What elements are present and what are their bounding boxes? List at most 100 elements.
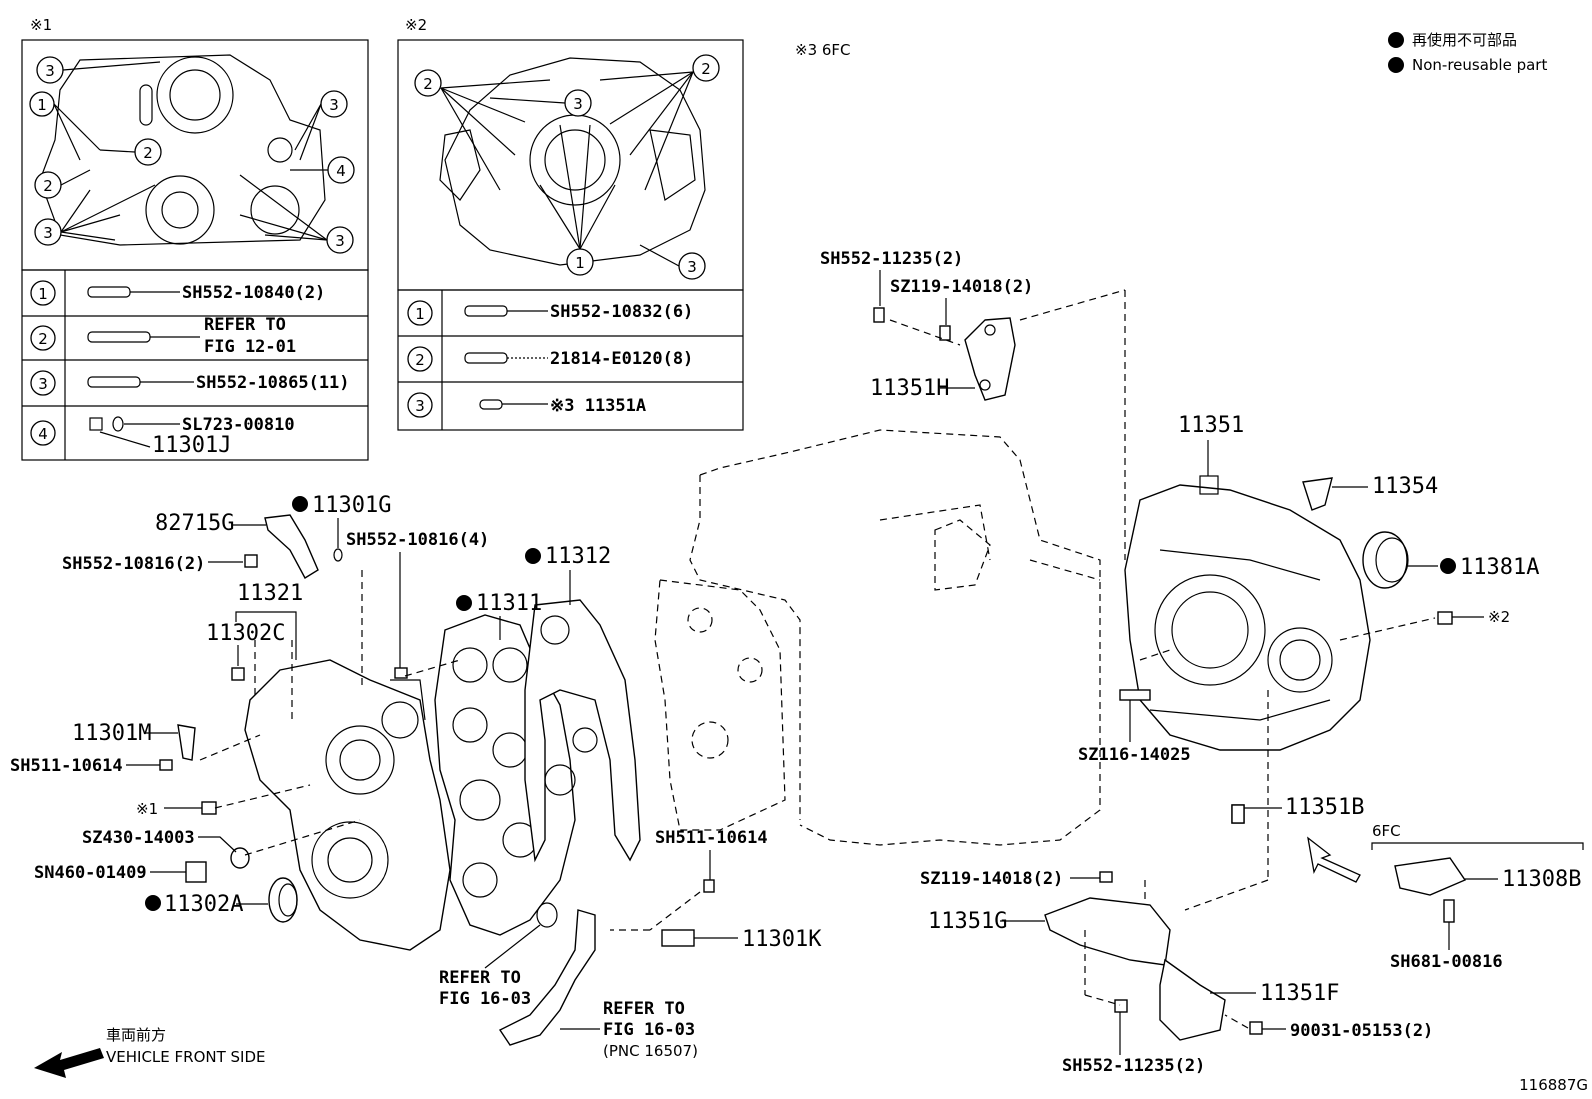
engine-outline — [689, 429, 1101, 846]
plug-11351B — [1231, 804, 1245, 824]
label-SH552-11235-top: SH552-11235(2) — [820, 249, 963, 269]
label-11321: 11321 — [237, 581, 303, 606]
inset-1-row-2-text: REFER TO — [204, 315, 286, 335]
seal-11302A — [268, 877, 298, 923]
oring-11301G — [333, 548, 343, 562]
svg-text:3: 3 — [687, 258, 697, 276]
direction-jp: 車両前方 — [106, 1026, 166, 1044]
label-SH552-10816-4: SH552-10816(4) — [346, 530, 489, 550]
label-11351B: 11351B — [1285, 795, 1364, 820]
label-82715G: 82715G — [155, 511, 234, 536]
svg-text:3: 3 — [335, 232, 345, 250]
inset-2-row-3-text: ※3 11351A — [550, 396, 646, 416]
inset-2-row-1-text: SH552-10832(6) — [550, 302, 693, 322]
svg-text:2: 2 — [701, 60, 711, 78]
label-SH681-00816: SH681-00816 — [1390, 952, 1503, 972]
label-SH511-10614-left: SH511-10614 — [10, 756, 123, 776]
vehicle-front-indicator: 車両前方 VEHICLE FRONT SIDE — [34, 1026, 266, 1078]
svg-text:3: 3 — [329, 96, 339, 114]
inset-1-row-3-text: SH552-10865(11) — [196, 373, 350, 393]
box-6fc-frame — [1371, 842, 1584, 850]
label-11308B: 11308B — [1502, 867, 1581, 892]
svg-text:3: 3 — [38, 375, 48, 393]
svg-text:2: 2 — [423, 75, 433, 93]
plate-11308B — [1394, 857, 1467, 896]
label-refer-b1: REFER TO — [603, 999, 685, 1019]
label-refer-a2: FIG 16-03 — [439, 989, 531, 1009]
label-ref1: ※1 — [136, 800, 158, 818]
svg-text:2: 2 — [415, 351, 425, 369]
inset-2-row-2-text: 21814-E0120(8) — [550, 349, 693, 369]
label-SZ116-14025: SZ116-14025 — [1078, 745, 1191, 765]
inset-2-title: ※2 — [405, 16, 427, 34]
label-11354: 11354 — [1372, 474, 1438, 499]
label-SZ119-14018-bottom: SZ119-14018(2) — [920, 869, 1063, 889]
bracket-11351H — [964, 317, 1016, 401]
label-11351F: 11351F — [1260, 981, 1339, 1006]
svg-text:1: 1 — [38, 285, 48, 303]
label-90031-05153: 90031-05153(2) — [1290, 1021, 1433, 1041]
label-11301G: 11301G — [312, 493, 391, 518]
label-11381A: 11381A — [1460, 555, 1539, 580]
svg-text:3: 3 — [415, 397, 425, 415]
flywheel-housing-11351 — [1124, 475, 1371, 751]
inset-1-row-2-text2: FIG 12-01 — [204, 337, 296, 357]
figure-id: 116887G — [1519, 1076, 1588, 1094]
timing-plate-outline — [654, 579, 786, 831]
label-11351H: 11351H — [870, 376, 949, 401]
label-SH552-10816-2: SH552-10816(2) — [62, 554, 205, 574]
legend: 再使用不可部品 Non-reusable part — [1388, 31, 1547, 74]
sensor-11301K — [661, 929, 695, 947]
label-11301M: 11301M — [72, 721, 151, 746]
svg-text:3: 3 — [43, 224, 53, 242]
svg-text:1: 1 — [575, 254, 585, 272]
oring-pipe — [536, 902, 558, 928]
inset-2: ※2 2 2 3 1 3 1 SH552-10832(6) 2 — [397, 16, 744, 431]
label-6fc-box: 6FC — [1372, 822, 1401, 840]
inset-1-row-4-text2: 11301J — [152, 433, 231, 458]
inset-1-drawing — [39, 54, 326, 246]
inset-1: ※1 3 1 2 2 3 3 3 — [21, 16, 369, 461]
legend-en: Non-reusable part — [1412, 56, 1547, 74]
svg-text:2: 2 — [43, 177, 53, 195]
assembly-lines — [199, 289, 1436, 1029]
bracket-11351G — [1044, 897, 1171, 966]
timing-case-11321 — [244, 659, 451, 951]
svg-text:2: 2 — [38, 330, 48, 348]
label-refer-b3: (PNC 16507) — [603, 1042, 698, 1060]
label-11302A: 11302A — [164, 892, 243, 917]
oil-seal-11381A — [1362, 531, 1409, 589]
part-labels: 11301G 82715G SH552-10816(2) SH552-10816… — [10, 249, 1581, 1076]
svg-text:3: 3 — [45, 62, 55, 80]
inset-1-title: ※1 — [30, 16, 52, 34]
label-SH552-11235-bottom: SH552-11235(2) — [1062, 1056, 1205, 1076]
sensor-11301M — [177, 724, 196, 761]
label-11351G: 11351G — [928, 909, 1007, 934]
pipe-16507 — [498, 909, 596, 1046]
inset-1-row-4-text: SL723-00810 — [182, 415, 295, 435]
label-refer-a1: REFER TO — [439, 968, 521, 988]
label-SZ119-14018-top: SZ119-14018(2) — [890, 277, 1033, 297]
label-ref2: ※2 — [1488, 608, 1510, 626]
svg-text:4: 4 — [336, 162, 346, 180]
inset-1-row-1-text: SH552-10840(2) — [182, 283, 325, 303]
inset-2-callouts: 2 2 3 1 3 — [414, 54, 720, 280]
bracket-11351F — [1159, 958, 1226, 1041]
direction-en: VEHICLE FRONT SIDE — [106, 1048, 266, 1066]
label-SN460-01409: SN460-01409 — [34, 863, 147, 883]
legend-jp: 再使用不可部品 — [1412, 31, 1517, 49]
note-6fc: ※3 6FC — [795, 41, 851, 59]
svg-text:1: 1 — [415, 305, 425, 323]
svg-text:4: 4 — [38, 425, 48, 443]
svg-text:1: 1 — [37, 96, 47, 114]
label-refer-b2: FIG 16-03 — [603, 1020, 695, 1040]
label-SZ430-14003: SZ430-14003 — [82, 828, 195, 848]
label-SH511-10614-mid: SH511-10614 — [655, 828, 768, 848]
front-arrow-icon — [34, 1048, 104, 1078]
svg-text:3: 3 — [573, 95, 583, 113]
view-arrow — [1307, 836, 1361, 883]
bracket-82715G — [264, 514, 319, 579]
label-11351: 11351 — [1178, 413, 1244, 438]
label-11301K: 11301K — [742, 927, 822, 952]
